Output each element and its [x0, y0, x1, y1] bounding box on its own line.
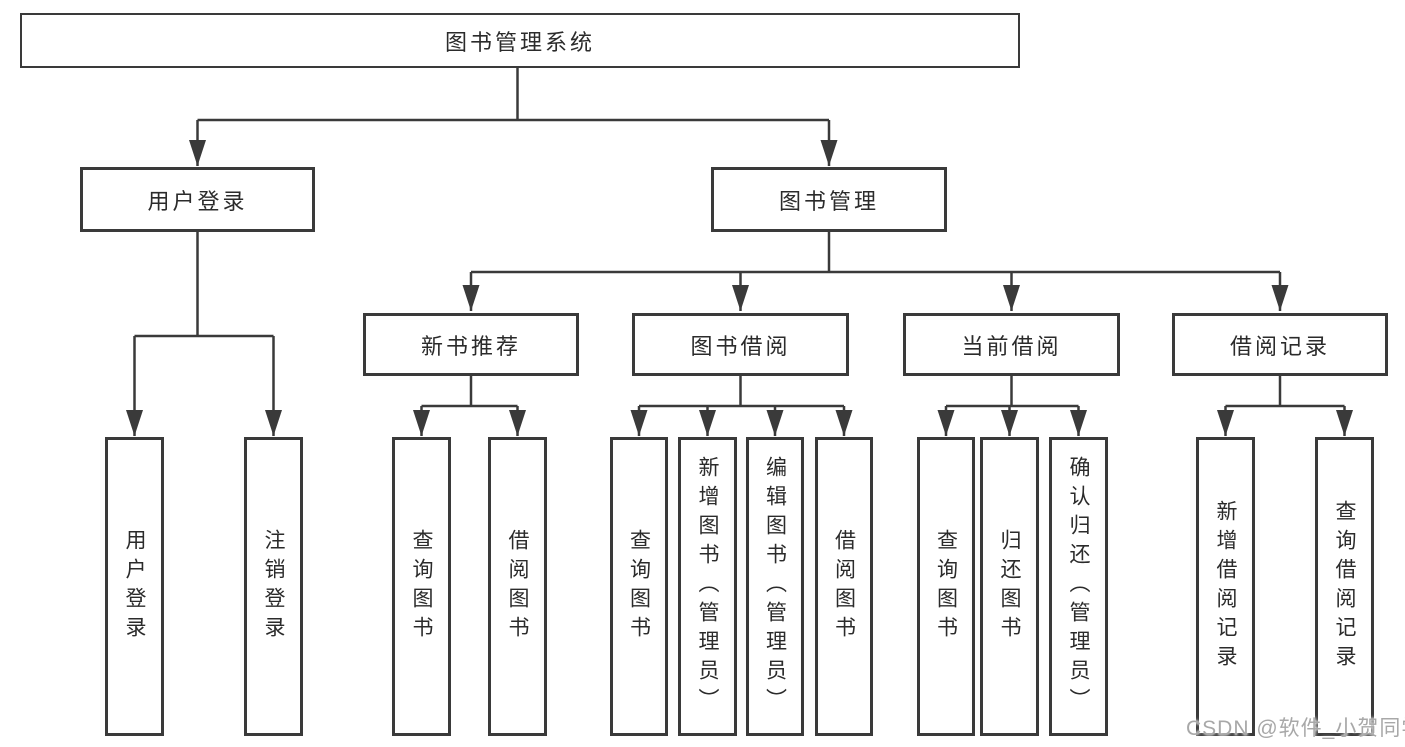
node-label: 图书管理: [778, 188, 879, 214]
leaf-label: 借阅图书: [832, 528, 856, 645]
node-book-borrow: 图书借阅: [632, 313, 849, 376]
node-root: 图书管理系统: [20, 13, 1020, 68]
leaf-label: 确认归还（管理员）: [1067, 456, 1090, 717]
leaf-cb-return-books: 归还图书: [980, 437, 1039, 736]
leaf-br-add-record: 新增借阅记录: [1196, 437, 1255, 736]
leaf-label: 查询图书: [627, 528, 651, 645]
leaf-label: 用户登录: [123, 528, 146, 645]
connector-group: [126, 66, 1353, 436]
node-new-book-recommend: 新书推荐: [363, 313, 579, 376]
leaf-bb-borrow-books: 借阅图书: [815, 437, 873, 736]
leaf-label: 借阅图书: [506, 528, 529, 645]
node-label: 新书推荐: [420, 333, 521, 359]
node-label: 用户登录: [147, 188, 248, 214]
leaf-cb-confirm-return-admin: 确认归还（管理员）: [1049, 437, 1108, 736]
leaf-label: 新增图书（管理员）: [696, 456, 719, 717]
leaf-user-login: 用户登录: [105, 437, 164, 736]
leaf-logout: 注销登录: [244, 437, 303, 736]
leaf-nb-borrow-books: 借阅图书: [488, 437, 547, 736]
node-label: 图书管理系统: [444, 29, 595, 55]
leaf-bb-edit-books-admin: 编辑图书（管理员）: [746, 437, 804, 736]
watermark: CSDN @软件_小贺同学: [1186, 717, 1405, 740]
node-label: 当前借阅: [961, 333, 1062, 359]
node-label: 图书借阅: [690, 333, 791, 359]
leaf-label: 查询借阅记录: [1333, 499, 1356, 674]
leaf-br-query-record: 查询借阅记录: [1315, 437, 1374, 736]
leaf-cb-query-books: 查询图书: [917, 437, 975, 736]
node-borrow-records: 借阅记录: [1172, 313, 1388, 376]
leaf-nb-query-books: 查询图书: [392, 437, 451, 736]
leaf-label: 查询图书: [934, 528, 958, 645]
leaf-label: 查询图书: [410, 528, 433, 645]
leaf-label: 归还图书: [998, 528, 1021, 645]
leaf-label: 新增借阅记录: [1214, 499, 1237, 674]
node-label: 借阅记录: [1229, 333, 1330, 359]
leaf-label: 编辑图书（管理员）: [763, 456, 787, 717]
node-user-login: 用户登录: [80, 167, 315, 232]
leaf-label: 注销登录: [262, 528, 285, 645]
node-book-management: 图书管理: [711, 167, 947, 232]
leaf-bb-add-books-admin: 新增图书（管理员）: [678, 437, 737, 736]
node-current-borrow: 当前借阅: [903, 313, 1120, 376]
leaf-bb-query-books: 查询图书: [610, 437, 668, 736]
